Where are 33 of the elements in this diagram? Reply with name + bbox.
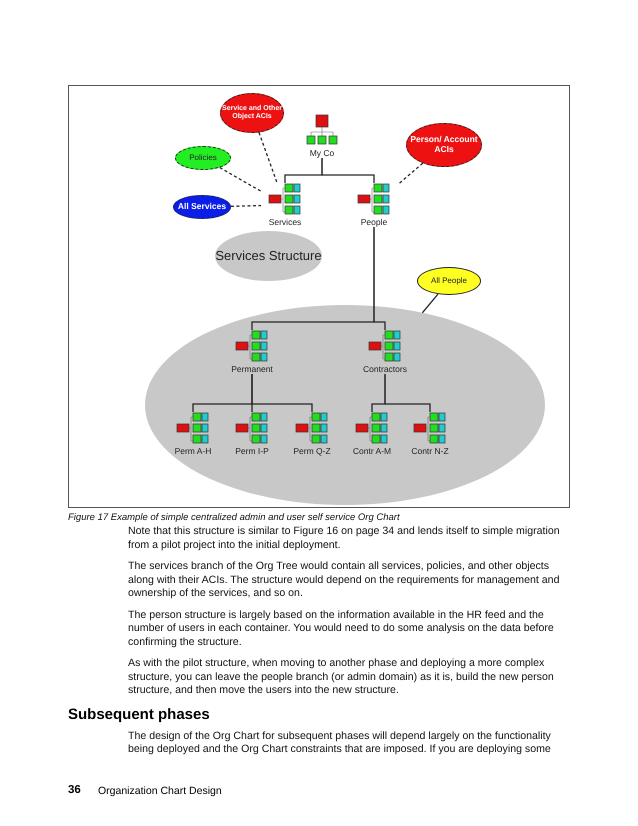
callout-ellipse: Policies [175,146,231,170]
node-label: Contr N-Z [410,446,450,456]
paragraph: The design of the Org Chart for subsequent phases will depend largely on the functionality being deployed and the Org Chart constraints that are imposed. If you are deploying some [128,730,552,756]
node-label: Services [268,217,302,227]
connector-line [373,227,386,330]
leader-line [230,204,262,207]
leader-line [398,162,424,185]
callout-ellipse: Person/ Account ACIs [406,123,482,167]
node-label: Contr A-M [352,446,392,456]
node-label: Perm I-P [234,446,270,456]
running-footer: Organization Chart Design [98,785,222,797]
paragraph: As with the pilot structure, when moving to another phase and deploying a more complex structure, you can leave the people branch (or admin domain) as it is, build the new person structure, and then move the users into the new structure. [128,657,555,698]
connector-line [321,158,375,183]
node-label: Permanent [230,364,274,374]
node-label: People [360,217,388,227]
leader-line [258,132,278,184]
paragraph: The services branch of the Org Tree would contain all services, policies, and other objects along with their ACIs. The structure would depend on the requirements for management and ownership of the services, and so on. [128,560,560,600]
page-number: 36 [68,784,81,796]
connector-line [251,374,313,412]
node-label: My Co [308,148,336,158]
node-label: Contractors [362,364,408,374]
callout-ellipse: All Services [173,195,231,219]
node-label: Perm A-H [174,446,212,456]
node-label: Perm Q-Z [292,446,332,456]
section-heading: Subsequent phases [68,706,211,724]
figure-caption: Figure 17 Example of simple centralized admin and user self service Org Chart [68,512,400,523]
paragraph: Note that this structure is similar to Figure 16 on page 34 and lends itself to simple migration from a pilot project into the initial deployment. [128,525,561,552]
leader-line [422,294,438,314]
connector-line [384,374,431,412]
callout-ellipse: All People [417,267,481,295]
leader-line [219,167,262,192]
group-ellipse: Services Structure [215,231,322,281]
paragraph: The person structure is largely based on the information available in the HR feed and the number of users in each container. You would need to do some analysis on the data before confirming the structure. [128,608,555,649]
